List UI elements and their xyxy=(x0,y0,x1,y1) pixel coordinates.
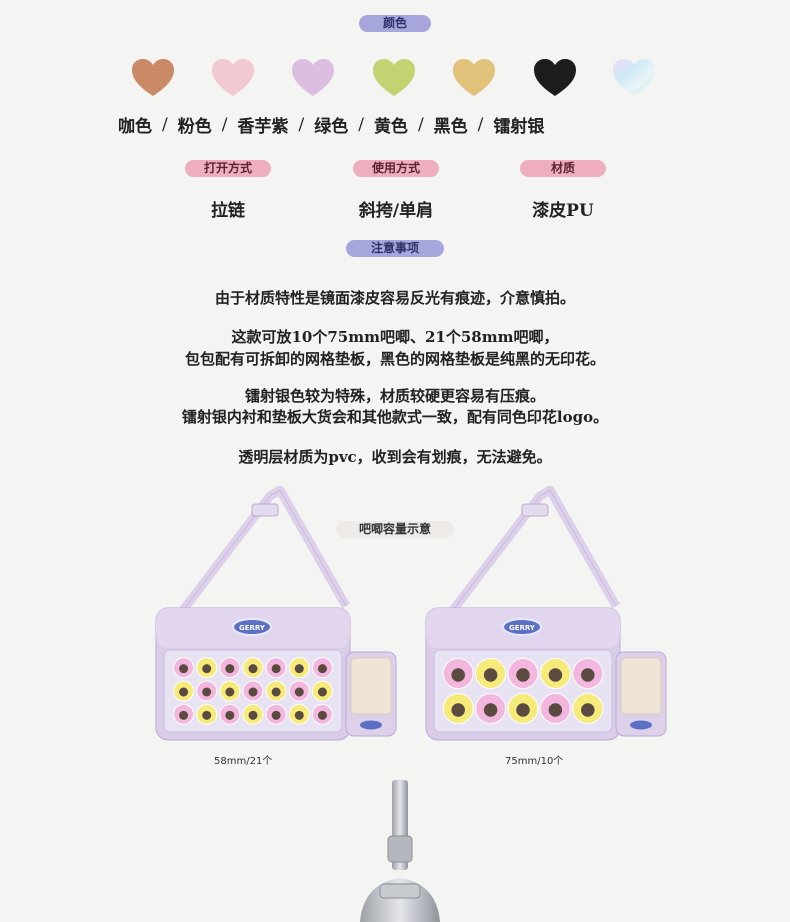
usage-method-label: 使用方式 xyxy=(353,160,439,177)
badge-figure xyxy=(317,710,327,720)
badge-figure xyxy=(483,668,498,682)
heart-icon xyxy=(212,59,254,96)
badge-figure xyxy=(202,710,212,720)
badge-grid-75mm xyxy=(442,658,604,724)
separator: / xyxy=(477,114,484,135)
badge-figure xyxy=(294,664,304,674)
capacity-section-label: 吧唧容量示意 xyxy=(336,521,454,538)
swatch-green[interactable] xyxy=(372,58,416,98)
bag-illustration-75mm: GERRY xyxy=(425,486,667,741)
badge-figure xyxy=(248,687,258,697)
note-line-1: 由于材质特性是镜面漆皮容易反光有痕迹，介意慎拍。 xyxy=(214,289,575,307)
badge-figure xyxy=(317,687,327,697)
heart-icon xyxy=(373,59,415,96)
open-method-value: 拉链 xyxy=(211,201,245,221)
badge-figure xyxy=(271,710,281,720)
swatch-pink[interactable] xyxy=(211,58,255,98)
separator: / xyxy=(221,114,228,135)
note-line-6: 透明层材质为pvc，收到会有划痕，无法避免。 xyxy=(238,448,552,466)
badge-figure xyxy=(516,668,530,682)
badge-figure xyxy=(225,687,235,697)
badge-figure xyxy=(451,668,465,682)
badge-figure xyxy=(548,668,563,682)
color-name-green: 绿色 xyxy=(314,117,349,137)
badge-figure xyxy=(581,703,595,717)
badge-figure xyxy=(516,703,530,717)
badge-figure xyxy=(248,664,258,674)
badge-figure xyxy=(248,710,258,720)
badge-grid-58mm xyxy=(173,657,333,725)
material-label: 材质 xyxy=(520,160,606,177)
badge-figure xyxy=(483,703,498,717)
badge-figure xyxy=(581,668,595,682)
badge-figure xyxy=(548,703,563,717)
color-name-taro-purple: 香芋紫 xyxy=(237,117,289,137)
badge-figure xyxy=(294,710,304,720)
separator: / xyxy=(358,114,364,135)
separator: / xyxy=(417,114,424,135)
colors-section-label: 颜色 xyxy=(359,15,431,32)
swatch-yellow[interactable] xyxy=(452,58,496,98)
heart-icon xyxy=(534,59,576,96)
badge-figure xyxy=(202,664,212,674)
usage-method-value: 斜挎/单肩 xyxy=(358,201,434,221)
heart-icon xyxy=(132,59,174,96)
silver-bag-photo xyxy=(360,780,440,922)
color-names-row: 咖色 / 粉色 / 香芋紫 / 绿色 / 黄色 / 黑色 / 镭射银 xyxy=(118,112,678,138)
note-line-3: 包包配有可拆卸的网格垫板，黑色的网格垫板是纯黑的无印花。 xyxy=(184,350,605,368)
caption-58mm: 58mm/21个 xyxy=(214,756,273,767)
badge-figure xyxy=(317,664,327,674)
badge-figure xyxy=(179,710,189,720)
swatch-taro-purple[interactable] xyxy=(291,58,335,98)
open-method-label: 打开方式 xyxy=(185,160,271,177)
caption-75mm: 75mm/10个 xyxy=(505,756,564,767)
heart-icon xyxy=(453,59,495,96)
bag-logo-text: GERRY xyxy=(239,624,266,632)
swatch-black[interactable] xyxy=(533,58,577,98)
color-name-black: 黑色 xyxy=(433,117,468,137)
badge-figure xyxy=(271,664,281,674)
bag-illustration-58mm: GERRY xyxy=(155,486,397,741)
separator: / xyxy=(298,114,305,135)
color-name-yellow: 黄色 xyxy=(373,117,408,137)
badge-figure xyxy=(179,687,189,697)
note-line-2: 这款可放10个75mm吧唧、21个58mm吧唧， xyxy=(231,328,559,346)
badge-figure xyxy=(271,687,281,697)
bag-logo-text: GERRY xyxy=(509,624,536,632)
swatch-brown[interactable] xyxy=(131,58,175,98)
badge-figure xyxy=(202,687,212,697)
separator: / xyxy=(162,114,168,135)
notes-section-label: 注意事项 xyxy=(346,240,444,257)
color-name-brown: 咖色 xyxy=(118,117,152,137)
badge-figure xyxy=(451,703,465,717)
color-swatches xyxy=(0,58,790,102)
swatch-laser-silver[interactable] xyxy=(612,58,656,98)
note-line-5: 镭射银内衬和垫板大货会和其他款式一致，配有同色印花logo。 xyxy=(181,408,609,426)
badge-figure xyxy=(225,664,235,674)
color-name-pink: 粉色 xyxy=(177,117,212,137)
material-value: 漆皮PU xyxy=(532,201,594,221)
heart-icon xyxy=(292,59,334,96)
color-name-laser-silver: 镭射银 xyxy=(493,117,545,137)
badge-figure xyxy=(294,687,304,697)
heart-icon xyxy=(613,59,655,96)
badge-figure xyxy=(179,664,189,674)
badge-figure xyxy=(225,710,235,720)
note-line-4: 镭射银色较为特殊，材质较硬更容易有压痕。 xyxy=(244,387,545,405)
